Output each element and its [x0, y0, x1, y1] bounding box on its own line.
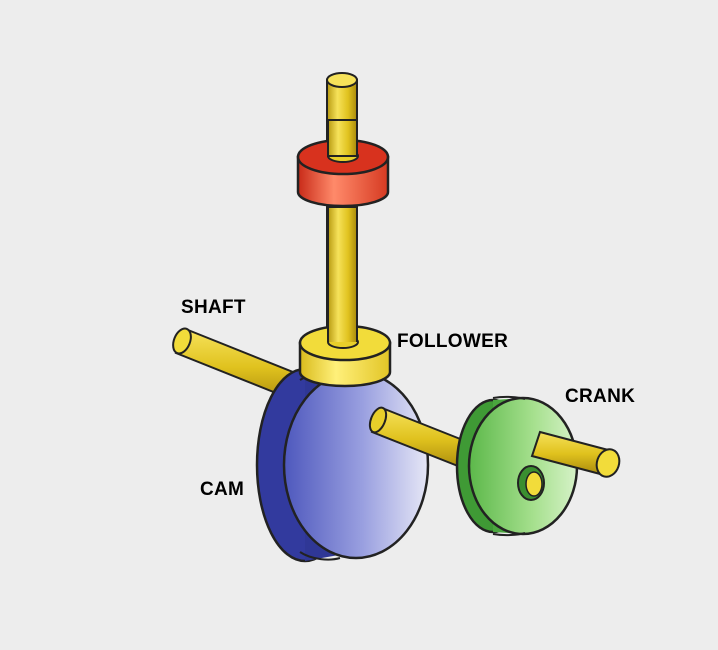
- follower-rod-lower: [327, 206, 358, 336]
- crank: [455, 395, 579, 537]
- stop-collar: [296, 119, 390, 208]
- rod-top-end: [326, 72, 358, 88]
- main-shaft-right: [368, 406, 480, 472]
- cam-label: CAM: [200, 479, 245, 500]
- crank-label: CRANK: [565, 386, 636, 407]
- follower: [298, 318, 392, 388]
- cam-face: [282, 370, 430, 560]
- crank-shaft-stub: [530, 430, 621, 478]
- shaft-label: SHAFT: [181, 297, 246, 318]
- follower-label: FOLLOWER: [397, 331, 509, 352]
- crank-face: [467, 396, 579, 536]
- cam: [255, 367, 430, 563]
